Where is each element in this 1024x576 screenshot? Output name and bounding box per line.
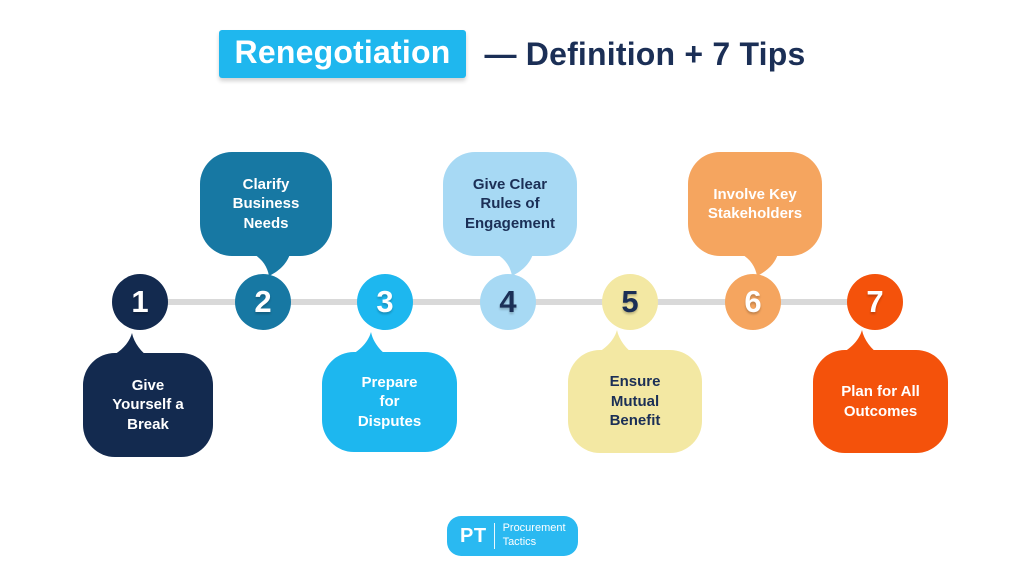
tip-label-5: Ensure Mutual Benefit [609, 373, 661, 430]
step-circle-5: 5 [602, 274, 658, 330]
step-circle-2: 2 [235, 274, 291, 330]
bubble-tail-icon [590, 330, 636, 356]
tip-label-4: Give Clear Rules of Engagement [464, 175, 555, 232]
tip-bubble-7: Plan for All Outcomes [813, 330, 948, 453]
step-circle-1: 1 [112, 274, 168, 330]
tip-bubble-4: Give Clear Rules of Engagement [443, 152, 577, 276]
logo-initials: PT [460, 524, 487, 547]
step-number-7: 7 [866, 284, 884, 319]
bubble-tail-icon [733, 250, 779, 276]
logo-divider [493, 523, 495, 549]
step-number-5: 5 [621, 284, 639, 319]
step-number-6: 6 [744, 284, 762, 319]
title-rest: — Definition + 7 Tips [484, 35, 806, 72]
tip-label-7: Plan for All Outcomes [841, 383, 920, 420]
tip-label-2: Clarify Business Needs [232, 175, 300, 232]
page-title: Renegotiation — Definition + 7 Tips [0, 30, 1024, 78]
step-number-4: 4 [499, 284, 517, 319]
tip-bubble-6: Involve Key Stakeholders [688, 152, 822, 276]
bubble-tail-icon [344, 332, 390, 358]
tip-bubble-3: Prepare for Disputes [322, 332, 457, 452]
title-highlight: Renegotiation [218, 30, 467, 78]
procurement-tactics-logo: PT Procurement Tactics [447, 516, 578, 556]
tip-bubble-2: Clarify Business Needs [200, 152, 332, 276]
step-number-2: 2 [254, 284, 272, 319]
step-number-3: 3 [376, 284, 394, 319]
step-number-1: 1 [131, 284, 149, 319]
step-circle-4: 4 [480, 274, 536, 330]
step-circle-3: 3 [357, 274, 413, 330]
tip-bubble-1: Give Yourself a Break [83, 333, 213, 457]
step-circle-6: 6 [725, 274, 781, 330]
tip-label-3: Prepare for Disputes [357, 373, 422, 430]
logo-name: Procurement Tactics [502, 522, 566, 548]
tip-label-1: Give Yourself a Break [112, 376, 184, 433]
bubble-tail-icon [488, 250, 534, 276]
tip-bubble-5: Ensure Mutual Benefit [568, 330, 702, 453]
tip-label-6: Involve Key Stakeholders [707, 185, 803, 223]
step-circle-7: 7 [847, 274, 903, 330]
bubble-tail-icon [245, 250, 291, 276]
bubble-tail-icon [105, 333, 151, 359]
bubble-tail-icon [835, 330, 881, 356]
